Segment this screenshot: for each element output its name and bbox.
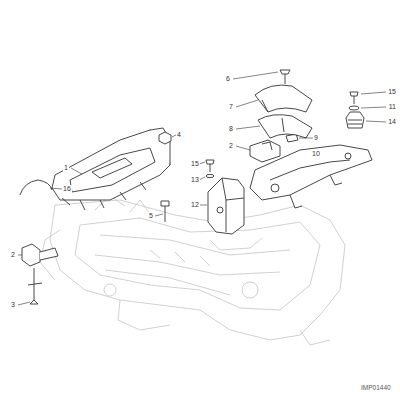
callout-number: 6 (225, 75, 231, 83)
callout-number: 15 (387, 88, 397, 96)
callout-number: 4 (176, 131, 182, 139)
callout-number: 1 (63, 164, 69, 172)
callout-number: 15 (190, 160, 200, 168)
frame-outline (40, 196, 345, 345)
parts (20, 70, 372, 304)
callout-number: 14 (387, 118, 397, 126)
callout-number: 8 (228, 125, 234, 133)
callout-number: 13 (190, 176, 200, 184)
callout-number: 5 (148, 212, 154, 220)
callout-number: 2 (10, 251, 16, 259)
callout-number: 7 (228, 103, 234, 111)
callout-number: 9 (313, 134, 319, 142)
callout-number: 3 (10, 301, 16, 309)
callout-number: 12 (190, 201, 200, 209)
callout-number: 11 (388, 103, 397, 111)
drawing-code: IMP01440 (360, 384, 392, 392)
callout-number: 2 (228, 142, 234, 150)
callout-number: 10 (311, 150, 321, 158)
callout-number: 16 (62, 185, 72, 193)
leader-lines (18, 72, 386, 305)
